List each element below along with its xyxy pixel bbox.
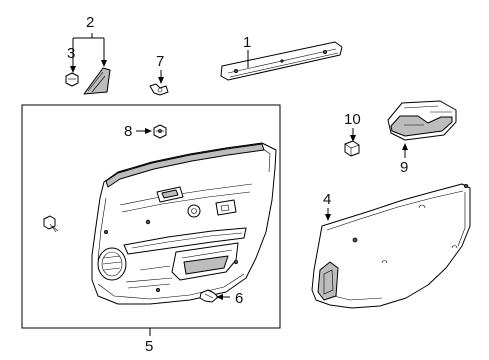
- callout-10: 10: [344, 111, 361, 128]
- door-trim-panel: [91, 142, 277, 305]
- panel-screw: [43, 215, 59, 233]
- leader-8: [136, 128, 152, 134]
- callout-9: 9: [400, 159, 408, 176]
- part-3-clip: [65, 72, 79, 87]
- callout-2: 2: [86, 14, 94, 31]
- part-8-clip: [153, 124, 167, 139]
- callout-8: 8: [124, 123, 132, 140]
- part-9-armrest: [387, 100, 457, 141]
- part-4-quarter-trim-panel: [311, 183, 471, 309]
- assembly-box: [21, 104, 281, 329]
- part-1-belt-moulding: [220, 41, 343, 81]
- part-6-clip: [199, 289, 219, 303]
- leader-3: [70, 38, 76, 73]
- callout-1: 1: [243, 34, 251, 51]
- part-7-push-clip: [149, 83, 169, 96]
- leader-6: [216, 294, 230, 300]
- leader-10: [350, 128, 356, 142]
- leader-4: [325, 208, 331, 221]
- callout-6: 6: [235, 290, 243, 307]
- callout-4: 4: [323, 191, 331, 208]
- callout-5: 5: [145, 338, 153, 355]
- part-10-retainer: [344, 140, 360, 157]
- leader-9: [402, 143, 408, 158]
- leader-2: [73, 33, 107, 67]
- callout-3: 3: [67, 45, 75, 62]
- part-2-corner-cover: [83, 67, 111, 95]
- leader-7: [158, 70, 164, 84]
- callout-7: 7: [156, 53, 164, 70]
